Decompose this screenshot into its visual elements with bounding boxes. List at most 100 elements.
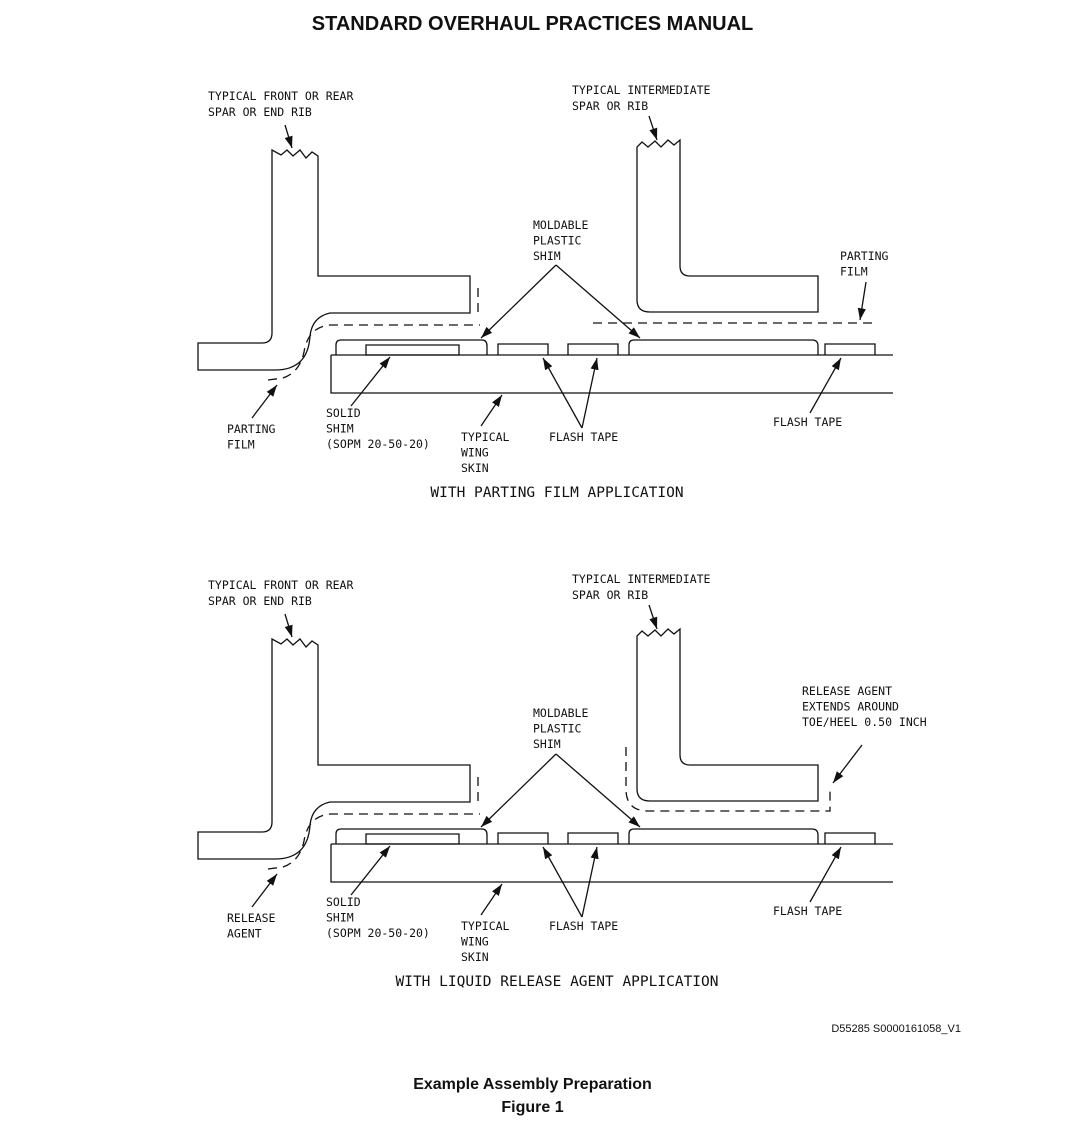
- label-front-rear-spar-line: TYPICAL FRONT OR REAR: [208, 578, 353, 592]
- leader-solid-shim: [350, 356, 391, 407]
- leader-solid-shim: [350, 845, 391, 896]
- left-film-dashed: [267, 324, 480, 381]
- label-left-callout-line: RELEASE: [227, 911, 276, 925]
- label-parting-film-right-line: FILM: [840, 265, 868, 279]
- label-release-agent-right-line: TOE/HEEL 0.50 INCH: [802, 715, 927, 729]
- left-film-dashed: [267, 813, 480, 870]
- leader-flash-tape-right: [809, 357, 842, 414]
- label-wing-skin-line: WING: [461, 446, 489, 460]
- solid-shim: [365, 344, 460, 356]
- label-flash-tape-right: FLASH TAPE: [773, 904, 842, 918]
- label-flash-tape-center-line: FLASH TAPE: [549, 919, 618, 933]
- moldable-shim-right: [628, 339, 819, 355]
- label-intermediate-spar-line: TYPICAL INTERMEDIATE: [572, 572, 711, 586]
- label-wing-skin-line: WING: [461, 935, 489, 949]
- label-flash-tape-right-line: FLASH TAPE: [773, 415, 842, 429]
- flash-tape-center-2: [567, 343, 619, 355]
- label-wing-skin-line: SKIN: [461, 461, 489, 475]
- flash-tape-center-2: [567, 832, 619, 844]
- leader-wing-skin: [480, 883, 503, 916]
- label-flash-tape-right-line: FLASH TAPE: [773, 904, 842, 918]
- solid-shim: [365, 833, 460, 845]
- label-left-callout: PARTING FILM: [227, 422, 276, 452]
- label-moldable-shim-line: MOLDABLE: [533, 218, 588, 232]
- label-intermediate-spar-line: TYPICAL INTERMEDIATE: [572, 83, 711, 97]
- label-solid-shim-line: (SOPM 20-50-20): [326, 437, 430, 451]
- label-moldable-shim-line: MOLDABLE: [533, 706, 588, 720]
- leader-flash-tape-center-2: [581, 846, 599, 918]
- leader-flash-tape-center-1: [542, 846, 583, 918]
- leader-front-rear-spar: [284, 124, 293, 149]
- intermediate-spar-outline: [636, 627, 819, 802]
- moldable-shim-left: [335, 339, 488, 355]
- leader-flash-tape-center-2: [581, 357, 599, 429]
- label-solid-shim-line: SOLID: [326, 406, 361, 420]
- flash-tape-center-1: [497, 832, 549, 844]
- label-moldable-shim-line: SHIM: [533, 737, 561, 751]
- label-left-callout-line: PARTING: [227, 422, 276, 436]
- label-wing-skin-line: TYPICAL: [461, 430, 510, 444]
- label-moldable-shim-line: PLASTIC: [533, 722, 582, 736]
- label-front-rear-spar: TYPICAL FRONT OR REAR SPAR OR END RIB: [208, 89, 353, 119]
- figure-caption: WITH LIQUID RELEASE AGENT APPLICATION: [395, 974, 718, 990]
- leader-parting-film-right: [857, 281, 867, 321]
- front-rear-spar-outline: [197, 148, 471, 371]
- leader-flash-tape-center-1: [542, 357, 583, 429]
- label-intermediate-spar-line: SPAR OR RIB: [572, 99, 648, 113]
- flash-tape-right: [824, 343, 876, 355]
- label-parting-film-right: PARTING FILM: [840, 249, 889, 279]
- flash-tape-right: [824, 832, 876, 844]
- moldable-shim-right: [628, 828, 819, 844]
- leader-intermediate-spar: [648, 604, 658, 630]
- flash-tape-center-1: [497, 343, 549, 355]
- label-release-agent-right-line: RELEASE AGENT: [802, 684, 892, 698]
- intermediate-spar-outline: [636, 138, 819, 313]
- label-left-callout-line: FILM: [227, 438, 255, 452]
- page-header-title: STANDARD OVERHAUL PRACTICES MANUAL: [311, 13, 754, 35]
- leader-wing-skin: [480, 394, 503, 427]
- leader-moldable-shim-left: [480, 753, 557, 828]
- label-intermediate-spar: TYPICAL INTERMEDIATE SPAR OR RIB: [572, 83, 711, 113]
- figure-caption: WITH PARTING FILM APPLICATION: [430, 485, 683, 501]
- leader-left-callout: [251, 384, 278, 419]
- leader-moldable-shim-left: [480, 264, 557, 339]
- leader-release-agent-right: [832, 744, 863, 784]
- label-front-rear-spar-line: TYPICAL FRONT OR REAR: [208, 89, 353, 103]
- wing-skin-outline: [330, 844, 893, 883]
- figure-number: Figure 1: [501, 1099, 564, 1116]
- label-parting-film-right-line: PARTING: [840, 249, 889, 263]
- label-flash-tape-center: FLASH TAPE: [549, 919, 618, 933]
- right-release-agent-dashed: [625, 747, 831, 812]
- label-left-callout: RELEASE AGENT: [227, 911, 276, 941]
- leader-intermediate-spar: [648, 115, 658, 141]
- leader-front-rear-spar: [284, 613, 293, 638]
- label-moldable-shim-line: PLASTIC: [533, 234, 582, 248]
- moldable-shim-left: [335, 828, 488, 844]
- label-release-agent-right-line: EXTENDS AROUND: [802, 700, 899, 714]
- front-rear-spar-outline: [197, 637, 471, 860]
- label-flash-tape-center: FLASH TAPE: [549, 430, 618, 444]
- label-left-callout-line: AGENT: [227, 927, 262, 941]
- leader-moldable-shim-right: [555, 264, 641, 339]
- drawing-id: D55285 S0000161058_V1: [831, 1023, 961, 1035]
- figure-title: Example Assembly Preparation: [413, 1076, 652, 1093]
- label-front-rear-spar-line: SPAR OR END RIB: [208, 105, 312, 119]
- label-solid-shim-line: SOLID: [326, 895, 361, 909]
- label-wing-skin-line: SKIN: [461, 950, 489, 964]
- label-wing-skin-line: TYPICAL: [461, 919, 510, 933]
- label-solid-shim-line: (SOPM 20-50-20): [326, 926, 430, 940]
- leader-left-callout: [251, 873, 278, 908]
- leader-moldable-shim-right: [555, 753, 641, 828]
